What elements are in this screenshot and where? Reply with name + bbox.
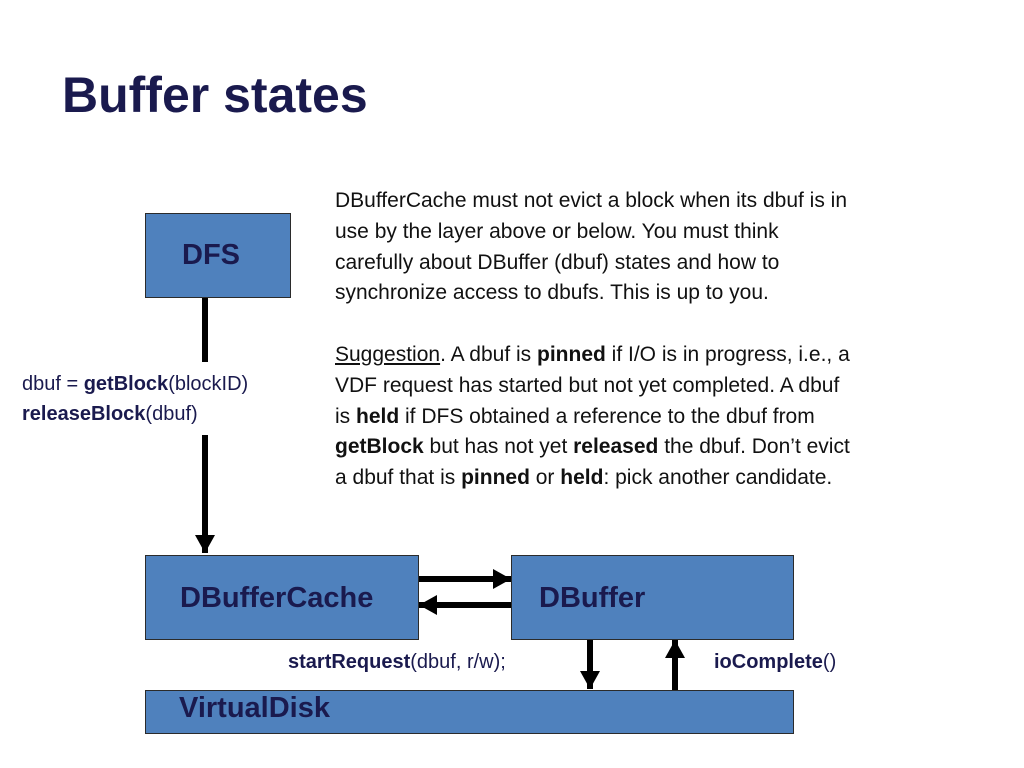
desc-p2-line: getBlock but has not yet released the db… <box>335 432 985 463</box>
slide-title: Buffer states <box>62 67 368 123</box>
dbuffer-box: DBuffer <box>511 555 794 640</box>
desc-p2-line: VDF request has started but not yet comp… <box>335 371 985 402</box>
desc-p1-line: DBufferCache must not evict a block when… <box>335 189 848 212</box>
desc-text: if DFS obtained a reference to the dbuf … <box>399 404 815 428</box>
dfs-label: DFS <box>182 239 240 271</box>
dfs-box: DFS <box>145 213 291 298</box>
desc-p2-line: a dbuf that is pinned or held: pick anot… <box>335 463 985 494</box>
releaseblock-args: (dbuf) <box>145 403 198 425</box>
startrequest-args: (dbuf, r/w); <box>410 651 506 673</box>
description-text: DBufferCache must not evict a block when… <box>335 186 985 494</box>
desc-p1-line: synchronize access to dbufs. This is up … <box>335 281 769 305</box>
virtualdisk-label: VirtualDisk <box>179 692 330 724</box>
desc-bold: held <box>356 404 400 428</box>
desc-text: if I/O is in progress, i.e., a <box>605 342 850 366</box>
dbuffercache-box: DBufferCache <box>145 555 419 640</box>
desc-bold: held <box>560 466 604 490</box>
desc-text: . A dbuf is <box>440 342 537 366</box>
getblock-prefix: dbuf = <box>22 373 84 395</box>
suggestion-label: Suggestion <box>335 342 441 366</box>
desc-text: the dbuf. Don’t evict <box>658 435 850 459</box>
desc-p2-line: Suggestion. A dbuf is pinned if I/O is i… <box>335 340 985 371</box>
getblock-fn: getBlock <box>83 373 169 395</box>
desc-text: VDF request has started but not yet comp… <box>335 373 840 397</box>
releaseblock-fn: releaseBlock <box>22 403 146 425</box>
paragraph-gap <box>335 309 985 340</box>
desc-text: a dbuf that is <box>335 466 462 490</box>
desc-text: but has not yet <box>423 435 574 459</box>
releaseblock-call-label: releaseBlock(dbuf) <box>22 400 198 429</box>
desc-bold: pinned <box>461 466 530 490</box>
iocomplete-args: () <box>822 651 837 673</box>
dbuffer-label: DBuffer <box>539 582 646 614</box>
startrequest-call-label: startRequest(dbuf, r/w); <box>288 648 506 677</box>
desc-p1-line: use by the layer above or below. You mus… <box>335 219 779 243</box>
getblock-args: (blockID) <box>168 373 249 395</box>
desc-p2-line: is held if DFS obtained a reference to t… <box>335 402 985 433</box>
getblock-call-label: dbuf = getBlock(blockID) <box>22 370 248 399</box>
desc-text: : pick another candidate. <box>603 466 833 490</box>
iocomplete-fn: ioComplete <box>714 651 823 673</box>
desc-p1-line: carefully about DBuffer (dbuf) states an… <box>335 250 780 274</box>
desc-bold: released <box>573 435 659 459</box>
virtualdisk-box: VirtualDisk <box>145 690 794 734</box>
startrequest-fn: startRequest <box>288 651 411 673</box>
desc-text: or <box>529 466 561 490</box>
desc-bold: pinned <box>537 342 606 366</box>
iocomplete-call-label: ioComplete() <box>714 648 836 677</box>
desc-text: is <box>335 404 356 428</box>
dbuffercache-label: DBufferCache <box>180 582 374 614</box>
desc-bold: getBlock <box>335 435 424 459</box>
